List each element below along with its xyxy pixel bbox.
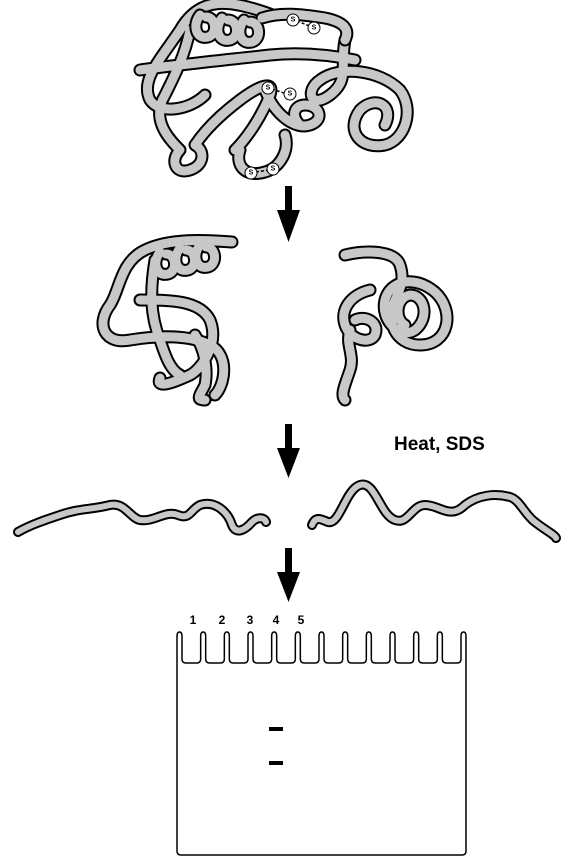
band-lower bbox=[269, 761, 283, 765]
protein-bands bbox=[269, 727, 283, 765]
lane-number-5: 5 bbox=[298, 613, 305, 627]
lane-number-2: 2 bbox=[219, 613, 226, 627]
denatured-chain-right bbox=[312, 485, 556, 538]
down-arrow-2 bbox=[277, 424, 300, 478]
gel-outline-with-wells bbox=[177, 632, 466, 855]
heat-sds-label: Heat, SDS bbox=[394, 434, 485, 455]
lane-numbers: 1 2 3 4 5 bbox=[190, 613, 305, 627]
lane-number-4: 4 bbox=[273, 613, 280, 627]
sulfur-label: S bbox=[249, 170, 254, 177]
denatured-chain-left bbox=[18, 504, 266, 532]
sulfur-label: S bbox=[271, 166, 276, 173]
sulfur-label: S bbox=[291, 17, 296, 24]
helix-coils-top bbox=[196, 14, 347, 42]
sulfur-label: S bbox=[266, 85, 271, 92]
sulfur-label: S bbox=[312, 25, 317, 32]
down-arrow-3 bbox=[277, 548, 300, 602]
sulfur-label: S bbox=[288, 91, 293, 98]
reduced-subunit-right bbox=[343, 252, 447, 400]
folded-protein-with-disulfides: S S S S S S bbox=[140, 3, 407, 179]
lane-number-3: 3 bbox=[247, 613, 254, 627]
reduced-subunit-left bbox=[103, 240, 232, 400]
down-arrow-1 bbox=[277, 186, 300, 242]
band-upper bbox=[269, 727, 283, 731]
lane-number-1: 1 bbox=[190, 613, 197, 627]
